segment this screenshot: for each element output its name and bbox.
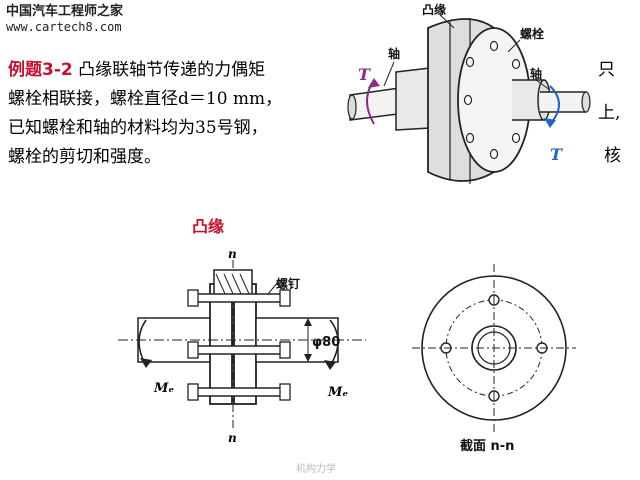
label-section-mark-top: n: [228, 247, 237, 261]
problem-right-fragment-2: 上,: [598, 103, 621, 123]
label-torque-right: T: [550, 145, 563, 164]
problem-right-fragment-1: 只: [598, 60, 615, 80]
problem-label: 例题3-2: [8, 60, 73, 80]
label-bolt-top: 螺栓: [520, 26, 544, 41]
label-shaft-left: 轴: [388, 46, 400, 61]
problem-line-3: 已知螺栓和轴的材料均为35号钢，: [8, 118, 268, 138]
problem-statement: 例题3-2 凸缘联轴节传递的力偶矩 螺栓相联接，螺栓直径d＝10 mm， 已知螺…: [8, 56, 348, 172]
label-torque-left: T: [358, 65, 371, 84]
faint-footer-text: 机构力学: [296, 464, 336, 475]
cross-section-figure: 截面 n-n: [412, 264, 576, 454]
label-moment-right: Mₑ: [327, 385, 348, 400]
label-flange-top: 凸缘: [422, 2, 446, 17]
label-shaft-right: 轴: [530, 66, 542, 81]
coupling-isometric-figure: 凸缘 螺栓 轴 轴 T T: [344, 0, 594, 200]
label-diameter: φ80: [312, 335, 340, 350]
watermark-url: www.cartech8.com: [6, 20, 122, 35]
problem-line-1-text: 凸缘联轴节传递的力偶矩: [72, 60, 266, 80]
caption-cross-section: 截面 n-n: [460, 438, 514, 454]
coupling-section-figure: 凸缘 n 螺钉 φ80 Mₑ Mₑ n: [118, 218, 366, 445]
label-flange-section: 凸缘: [192, 218, 224, 236]
problem-right-fragment-3: 核: [604, 146, 621, 166]
label-bolt-section: 螺钉: [276, 276, 300, 291]
problem-line-4: 螺栓的剪切和强度。: [8, 147, 161, 167]
problem-line-2: 螺栓相联接，螺栓直径d＝10 mm，: [8, 89, 283, 109]
label-moment-left: Mₑ: [153, 381, 174, 396]
watermark: 中国汽车工程师之家 www.cartech8.com: [6, 4, 123, 35]
watermark-site-name: 中国汽车工程师之家: [6, 4, 124, 19]
problem-line-1: 例题3-2 凸缘联轴节传递的力偶矩: [8, 56, 348, 85]
label-section-mark-bottom: n: [228, 431, 237, 445]
